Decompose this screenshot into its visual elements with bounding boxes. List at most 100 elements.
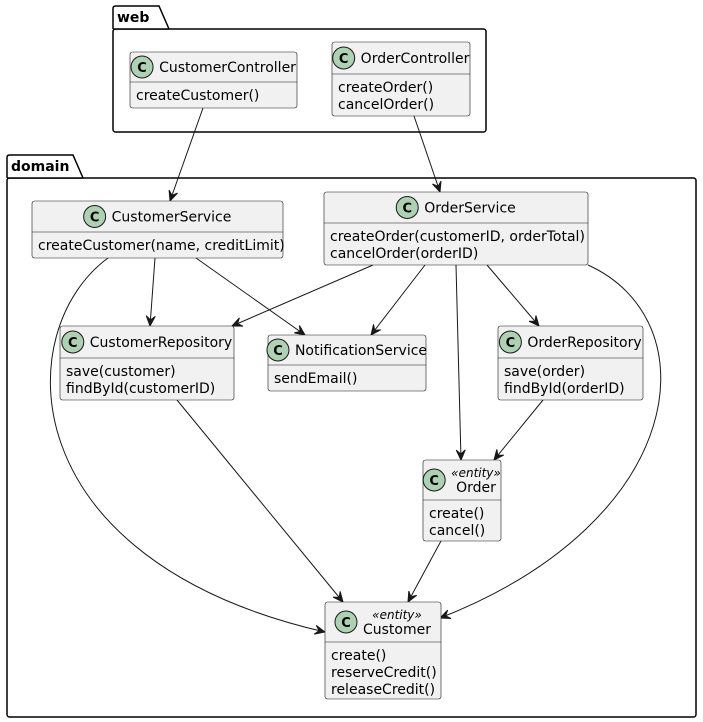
- class-order-spot-icon: [422, 468, 446, 492]
- class-spot-letter: C: [68, 336, 78, 351]
- edge-customer-service-to-notification-service: [195, 257, 306, 336]
- edge-order-service-to-order-arrowhead-icon: [455, 449, 466, 462]
- edge-order-service-to-customer-repository-line: [231, 264, 374, 327]
- edge-order-to-customer-arrowhead-icon: [407, 590, 418, 604]
- edge-order-repository-to-order-arrowhead-icon: [493, 449, 505, 461]
- edge-customer-service-to-notification-service-arrowhead-icon: [294, 325, 306, 336]
- edge-order-to-customer-line: [407, 540, 442, 603]
- edge-customer-repository-to-customer-arrowhead-icon: [332, 591, 344, 603]
- edge-order-service-to-notification-service: [370, 264, 426, 336]
- class-customer-service-spot-icon: [83, 205, 107, 228]
- class-customer-controller-name: CustomerController: [159, 60, 296, 76]
- edge-order-service-to-order-repository: [486, 264, 540, 327]
- class-order-name: Order: [456, 480, 496, 496]
- class-order-stereotype: «entity»: [451, 466, 501, 480]
- class-order-controller-member: cancelOrder(): [338, 97, 434, 113]
- class-order-repository-member: save(order): [504, 364, 585, 380]
- class-notification-service-spot-icon: [266, 338, 290, 362]
- class-notification-service-box: [267, 334, 427, 392]
- edge-customer-controller-to-customer-service-line: [169, 107, 204, 202]
- class-spot-letter: C: [402, 201, 412, 216]
- edge-customer-service-to-customer-repository-arrowhead-icon: [145, 315, 156, 328]
- edge-order-service-to-notification-service-arrowhead-icon: [370, 324, 381, 336]
- class-customer-repository-spot-icon: [61, 330, 85, 354]
- package-domain-tab: [6, 154, 84, 179]
- edge-customer-service-to-customer-repository-line: [149, 257, 156, 327]
- class-customer-repository: CustomerRepository Csave(customer)findByI…: [59, 325, 235, 401]
- class-customer-repository-member: findById(customerID): [66, 381, 215, 397]
- edge-order-controller-to-order-service-line: [413, 115, 441, 193]
- class-customer-member: reserveCredit(): [331, 665, 437, 681]
- edge-order-service-to-notification-service-line: [370, 264, 426, 336]
- edge-customer-repository-to-customer-line: [176, 399, 344, 603]
- class-order-repository-box: [497, 325, 644, 401]
- edge-order-service-to-order-repository-arrowhead-icon: [528, 315, 540, 327]
- package-web-tab: [112, 5, 170, 30]
- class-customer-controller-box: [129, 51, 298, 109]
- class-order-repository-name: OrderRepository: [527, 335, 641, 351]
- package-domain-frame: [6, 177, 697, 718]
- classes-layer: CustomerControllerCcreateCustomer()Order…: [31, 41, 644, 700]
- class-order-controller: OrderController CcreateOrder()cancelOrder…: [331, 41, 471, 117]
- edge-order-controller-to-order-service: [413, 115, 442, 194]
- edge-customer-service-to-customer-line: [49, 257, 326, 633]
- package-domain: domain: [6, 154, 697, 718]
- class-spot-letter: C: [137, 61, 147, 76]
- class-customer-member: create(): [331, 648, 386, 664]
- edge-order-repository-to-order-line: [493, 399, 544, 461]
- edge-order-service-to-order: [455, 264, 466, 462]
- edge-order-service-to-customer-repository: [230, 264, 374, 327]
- class-customer-controller-member: createCustomer(): [136, 88, 259, 104]
- edge-order-controller-to-order-service-arrowhead-icon: [432, 180, 442, 194]
- edge-order-service-to-customer-arrowhead-icon: [438, 609, 452, 619]
- class-spot-letter: C: [429, 474, 439, 489]
- class-order-repository-member: findById(orderID): [504, 381, 625, 397]
- class-order-service-member: cancelOrder(orderID): [330, 246, 478, 262]
- class-customer-repository-name: CustomerRepository: [90, 335, 232, 351]
- class-customer-service-member: createCustomer(name, creditLimit): [38, 238, 285, 254]
- edge-customer-service-to-customer-arrowhead-icon: [313, 624, 327, 635]
- edge-customer-service-to-customer-repository: [145, 257, 156, 328]
- class-spot-letter: C: [90, 210, 100, 225]
- class-customer-service-name: CustomerService: [112, 210, 232, 226]
- class-order-controller-member: createOrder(): [338, 80, 433, 96]
- class-order-member: cancel(): [429, 523, 485, 539]
- class-customer-repository-member: save(customer): [66, 364, 176, 380]
- class-order-controller-spot-icon: [332, 46, 356, 70]
- class-order-controller-name: OrderController: [361, 51, 470, 67]
- dependency-edges: [49, 107, 662, 635]
- class-customer-member: releaseCredit(): [331, 682, 435, 698]
- class-spot-letter: C: [273, 344, 283, 359]
- class-order-service-member: createOrder(customerID, orderTotal): [330, 229, 585, 245]
- edge-customer-service-to-notification-service-line: [195, 257, 306, 336]
- class-customer-stereotype: «entity»: [372, 608, 422, 622]
- class-customer-controller-spot-icon: [130, 55, 154, 79]
- edge-order-service-to-customer: [438, 264, 662, 619]
- class-order-repository: OrderRepository Csave(order)findById(orde…: [497, 325, 644, 401]
- class-customer-spot-icon: [334, 610, 358, 634]
- class-customer-repository-box: [59, 325, 235, 401]
- class-order-service-spot-icon: [395, 196, 419, 219]
- edge-order-to-customer: [407, 540, 442, 604]
- edge-order-service-to-customer-line: [439, 264, 662, 619]
- class-spot-letter: C: [339, 52, 349, 67]
- class-customer: Customer«entity» Ccreate()reserveCredit()…: [324, 601, 442, 700]
- class-notification-service-member: sendEmail(): [274, 371, 357, 387]
- edge-customer-controller-to-customer-service: [168, 107, 204, 203]
- edge-customer-service-to-customer: [49, 257, 327, 635]
- edge-customer-repository-to-customer: [176, 399, 344, 603]
- class-customer-name: Customer: [363, 622, 431, 638]
- class-order-member: create(): [429, 506, 484, 522]
- class-spot-letter: C: [506, 336, 516, 351]
- class-order-repository-spot-icon: [498, 330, 522, 354]
- package-domain-label: domain: [11, 159, 69, 175]
- class-spot-letter: C: [341, 616, 351, 631]
- class-order-controller-box: [331, 41, 471, 117]
- edge-order-service-to-customer-repository-arrowhead-icon: [230, 317, 244, 327]
- edge-order-repository-to-order: [493, 399, 544, 461]
